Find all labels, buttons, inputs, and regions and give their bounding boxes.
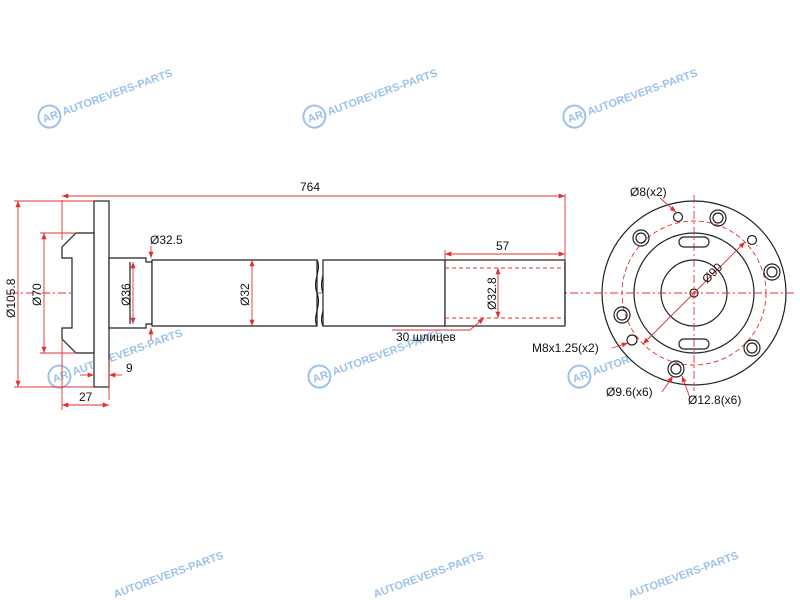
shaft-body-right	[322, 259, 446, 327]
dim-pilot-diameter: Ø70	[30, 283, 44, 306]
stud-hole-inner	[670, 363, 682, 375]
watermark-bottom-right: AUTOREVERS-PARTS	[627, 550, 740, 600]
watermark-top-right: AR AUTOREVERS-PARTS	[562, 67, 699, 129]
watermark-label: AUTOREVERS-PARTS	[326, 67, 439, 118]
watermark-badge: AR	[571, 369, 590, 386]
shaft-break-mark	[314, 259, 320, 327]
watermark-label: AUTOREVERS-PARTS	[586, 67, 699, 118]
dim-shaft-diameter: Ø32	[238, 283, 252, 306]
slot-bottom	[678, 338, 710, 350]
dim-spline-length: 57	[496, 239, 510, 253]
watermark-label: AUTOREVERS-PARTS	[372, 550, 485, 600]
watermark-top-left: AR AUTOREVERS-PARTS	[37, 67, 174, 129]
thread-hole-leader	[611, 342, 629, 349]
stud-hole-inner	[635, 232, 647, 244]
dim-small-holes: Ø8(x2)	[630, 185, 667, 199]
dim-hub-length: 27	[79, 390, 93, 404]
watermark-label: AUTOREVERS-PARTS	[112, 550, 225, 600]
dim-spline-diameter: Ø32.8	[485, 277, 499, 310]
stud-hole	[709, 209, 727, 227]
dim-seal-diameter: Ø36	[119, 283, 133, 306]
stud-hole	[632, 229, 650, 247]
stud-hole-leader	[661, 375, 674, 393]
watermark-top-center: AR AUTOREVERS-PARTS	[302, 67, 439, 129]
watermark-badge: AR	[51, 369, 70, 386]
watermark-badge: AR	[41, 109, 60, 126]
pilot-hub	[61, 232, 95, 354]
spline-section	[444, 259, 566, 327]
watermark-badge: AR	[311, 369, 330, 386]
small-hole-leader	[659, 197, 677, 213]
stud-hole	[743, 339, 761, 357]
stud-hole	[613, 306, 631, 324]
stud-hole-inner	[766, 266, 778, 278]
stud-hole	[763, 263, 781, 281]
shaft-body-left	[151, 259, 318, 327]
dim-flange-thickness: 9	[126, 361, 133, 375]
thread-hole	[626, 334, 638, 346]
spline-note-leader	[469, 317, 485, 331]
small-hole	[672, 211, 684, 223]
dim-flange-diameter: Ø105.8	[4, 278, 18, 318]
small-hole	[746, 234, 758, 246]
counterbore-leader	[681, 375, 691, 399]
pcd-dim-line	[693, 241, 746, 294]
flange-plate	[93, 200, 110, 388]
stud-hole-inner	[746, 342, 758, 354]
watermark-label: AUTOREVERS-PARTS	[627, 550, 740, 600]
spline-note: 30 шлицев	[396, 330, 456, 344]
dim-overall-length: 764	[300, 180, 320, 194]
stud-hole-inner	[616, 309, 628, 321]
watermark-bottom-left: AUTOREVERS-PARTS	[112, 550, 225, 600]
stud-hole-inner	[712, 212, 724, 224]
watermark-badge: AR	[306, 109, 325, 126]
stud-hole	[667, 360, 685, 378]
dim-stud-holes: Ø9.6(x6)	[606, 385, 653, 399]
dim-shoulder-diameter: Ø32.5	[150, 233, 183, 247]
pcd-dim-line	[642, 292, 695, 345]
watermark-bottom-center: AUTOREVERS-PARTS	[372, 550, 485, 600]
watermark-badge: AR	[566, 109, 585, 126]
slot-top	[678, 236, 710, 248]
watermark-label: AUTOREVERS-PARTS	[61, 67, 174, 118]
dim-thread-holes: M8x1.25(x2)	[532, 341, 599, 355]
dim-counterbore: Ø12.8(x6)	[688, 393, 741, 407]
